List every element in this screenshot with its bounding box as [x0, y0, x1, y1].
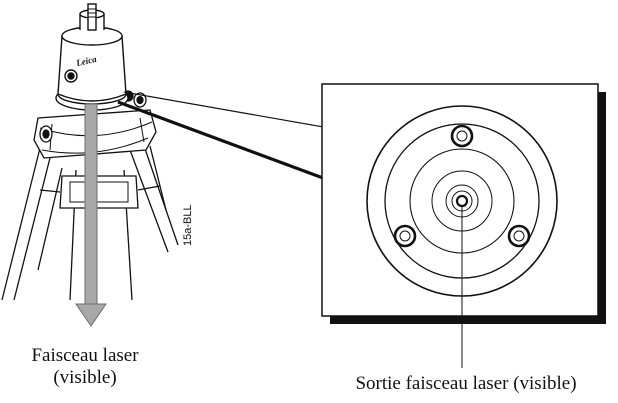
tripod-clamp — [39, 175, 161, 209]
tripod-leg-left-mid — [37, 167, 63, 271]
tripod-leg-right-inner — [129, 149, 169, 253]
laser-beam-arrow — [75, 103, 107, 327]
tripod-leg-left-outer — [1, 147, 41, 301]
laser-beam-label-line2: (visible) — [53, 367, 117, 388]
detail-inset — [321, 83, 606, 368]
laser-beam-label: Faisceau laser (visible) — [0, 345, 170, 389]
callout-lines — [117, 91, 353, 190]
laser-exit-aperture — [455, 194, 469, 208]
screw-left — [393, 224, 417, 248]
laser-exit-label: Sortie faisceau laser (visible) — [355, 373, 577, 394]
laser-beam-label-line1: Faisceau laser — [31, 345, 139, 366]
laser-plummet: Leica — [55, 3, 129, 111]
tripod-leg-right-mid — [149, 145, 167, 211]
tripod-leg-right-outer — [141, 139, 179, 246]
device-logo: Leica — [74, 54, 98, 68]
tripod-leg-left-inner — [13, 149, 53, 301]
screw-top — [450, 124, 474, 148]
figure-code-label: 15a-BLL — [182, 204, 194, 246]
screw-right — [507, 224, 531, 248]
